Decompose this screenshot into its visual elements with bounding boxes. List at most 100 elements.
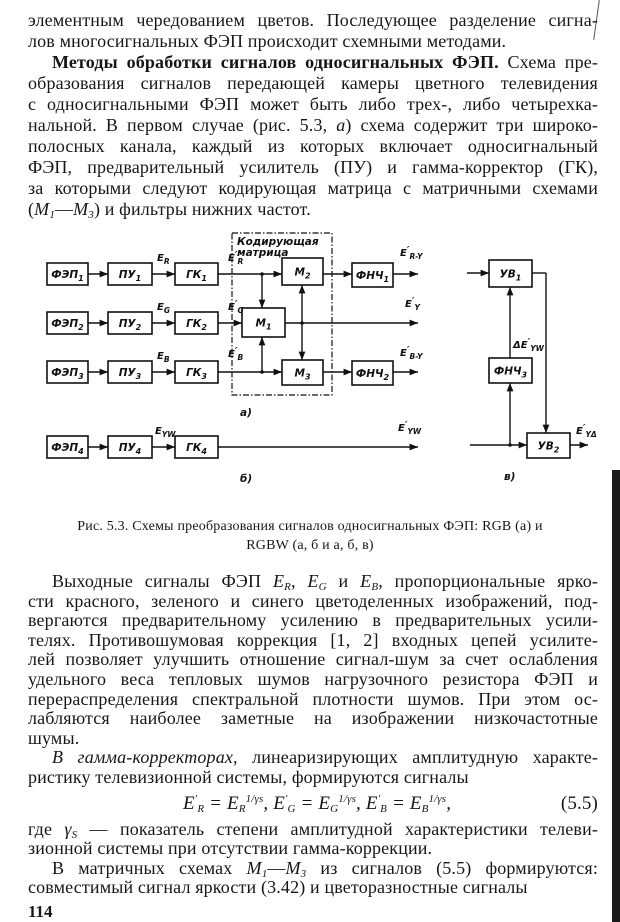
text-run: = E bbox=[295, 792, 331, 814]
subscript: R bbox=[238, 802, 246, 815]
signal-label: EYW bbox=[155, 426, 176, 439]
text-line: совместимый сигнал яркости (3.42) и цвет… bbox=[28, 878, 598, 898]
block-label-sub: 2 bbox=[554, 446, 560, 455]
block-пу1: ПУ1 bbox=[107, 262, 153, 286]
signal-label-main: E bbox=[228, 302, 235, 313]
superscript: ′ bbox=[377, 792, 381, 805]
block-label-main: ФНЧ bbox=[356, 368, 384, 380]
block-label-main: ФЭП bbox=[51, 269, 78, 281]
signal-label-sup: ′ bbox=[407, 345, 410, 356]
signal-label-sup: ′ bbox=[407, 245, 410, 256]
block-frame bbox=[174, 311, 219, 335]
text-line: с односигнальными ФЭП может быть либо тр… bbox=[28, 94, 598, 115]
subscript: B bbox=[421, 802, 429, 815]
scan-edge-shadow bbox=[612, 470, 620, 922]
signal-label-sub: R bbox=[237, 257, 243, 266]
subscript: G bbox=[287, 802, 296, 815]
text-line: лов многосигнальных ФЭП происходит схемн… bbox=[28, 31, 598, 52]
signal-label: ΔE′YW bbox=[512, 337, 545, 353]
signal-label-main: E bbox=[155, 426, 162, 437]
signal-label-sup: ′ bbox=[405, 420, 408, 431]
text-run: зионной системы при отсутствии гамма-кор… bbox=[28, 838, 433, 859]
text-run: за которыми следуют кодирующая матрица с… bbox=[28, 178, 598, 198]
text-line: ристику телевизионной системы, формируют… bbox=[28, 767, 598, 788]
block-label: ФЭП1 bbox=[51, 269, 83, 283]
signal-label-sup: ′ bbox=[583, 423, 586, 434]
text-run: В матричных схемах bbox=[52, 857, 247, 878]
text-run: лей позволяет улучшить отношение сигнал-… bbox=[28, 649, 598, 670]
text-line: шумы. bbox=[28, 728, 598, 749]
block-label-main: УВ bbox=[538, 441, 554, 453]
subscript: 3 bbox=[300, 867, 307, 880]
block-фэп4: ФЭП4 bbox=[46, 435, 89, 459]
block-label: ПУ3 bbox=[119, 367, 142, 381]
block-label-sub: 1 bbox=[384, 275, 390, 284]
subscript: B bbox=[380, 802, 388, 815]
block-ув2: УВ2 bbox=[526, 432, 571, 459]
text-run: = E bbox=[204, 792, 239, 814]
block-label: УВ2 bbox=[538, 441, 560, 455]
block-frame bbox=[241, 307, 286, 338]
block-label: ГК3 bbox=[186, 367, 207, 381]
junction-dot bbox=[508, 443, 512, 447]
text-run: лабляются наиболее заметные на изображен… bbox=[28, 708, 598, 729]
block-label-sub: 1 bbox=[136, 274, 142, 283]
signal-label-main: E bbox=[228, 253, 235, 264]
text-line: образования сигналов передающей камеры ц… bbox=[28, 73, 598, 94]
text-line: лей позволяет улучшить отношение сигнал-… bbox=[28, 650, 598, 670]
signal-label: EB bbox=[157, 351, 170, 364]
subscript: 3 bbox=[88, 209, 94, 221]
block-label-sub: 4 bbox=[200, 447, 207, 456]
block-label-sub: 4 bbox=[135, 447, 142, 456]
block-frame bbox=[174, 435, 219, 459]
panel-label-b: б) bbox=[240, 473, 252, 485]
block-frame bbox=[46, 435, 89, 459]
block-label-main: M bbox=[294, 368, 305, 380]
block-фнч2: ФНЧ2 bbox=[351, 360, 394, 386]
block-label-main: ГК bbox=[186, 318, 202, 330]
text-run: ) и фильтры нижних частот. bbox=[93, 199, 311, 219]
signal-label: E′G bbox=[228, 299, 244, 315]
block-frame bbox=[46, 360, 89, 384]
text-line: (M1—M3) и фильтры нижних частот. bbox=[28, 199, 598, 221]
signal-label-main: E bbox=[405, 299, 412, 310]
signal-label-main: E bbox=[228, 349, 235, 360]
block-фэп1: ФЭП1 bbox=[46, 262, 89, 286]
page-number: 114 bbox=[28, 902, 53, 921]
subscript: S bbox=[71, 828, 78, 841]
signal-label-sub: YΔ bbox=[585, 430, 596, 439]
block-label-sub: 1 bbox=[78, 274, 84, 283]
block-label-sub: 2 bbox=[201, 323, 207, 332]
block-frame bbox=[488, 357, 533, 384]
signal-label-sup: ′ bbox=[235, 299, 238, 310]
equation-body: E′R = ER1/γs, E′G = EG1/γs, E′B = EB1/γs… bbox=[183, 788, 451, 820]
text-line: вергаются предварительному усилению в пр… bbox=[28, 610, 598, 631]
block-frame bbox=[281, 359, 324, 386]
text-run: образования сигналов передающей камеры ц… bbox=[28, 73, 598, 93]
text-run: лов многосигнальных ФЭП происходит схемн… bbox=[28, 31, 507, 51]
block-label-main: M bbox=[294, 267, 305, 279]
block-label-main: ФЭП bbox=[51, 367, 78, 379]
text-run: ( bbox=[28, 199, 35, 219]
subscript: R bbox=[197, 802, 205, 815]
block-label-sub: 2 bbox=[78, 323, 84, 332]
text-run: γ bbox=[64, 818, 72, 839]
text-line: ФЭП, предварительный усилитель (ПУ) и га… bbox=[28, 157, 598, 178]
block-frame bbox=[351, 360, 394, 386]
text-run: вергаются предварительному усилению в пр… bbox=[28, 610, 598, 631]
panel-label-c: в) bbox=[504, 471, 515, 483]
signal-label: E′R-Y bbox=[400, 245, 424, 261]
block-фэп2: ФЭП2 bbox=[46, 311, 89, 335]
text-line: зионной системы при отсутствии гамма-кор… bbox=[28, 838, 598, 859]
block-m1: M1 bbox=[241, 307, 286, 338]
text-run: M bbox=[246, 857, 262, 878]
text-line: Методы обработки сигналов односигнальных… bbox=[28, 52, 598, 73]
block-label: ПУ1 bbox=[119, 269, 141, 283]
coding-matrix-label-2: матрица bbox=[237, 247, 289, 259]
text-run: Схема пре- bbox=[498, 52, 598, 72]
text-run: телях. Противошумовая коррекция [1, 2] в… bbox=[28, 629, 598, 650]
text-run: — показатель степени амплитудной характе… bbox=[77, 818, 598, 839]
text-run: — bbox=[267, 857, 286, 878]
block-label-main: ПУ bbox=[119, 269, 137, 281]
coding-matrix-boundary bbox=[231, 232, 333, 396]
